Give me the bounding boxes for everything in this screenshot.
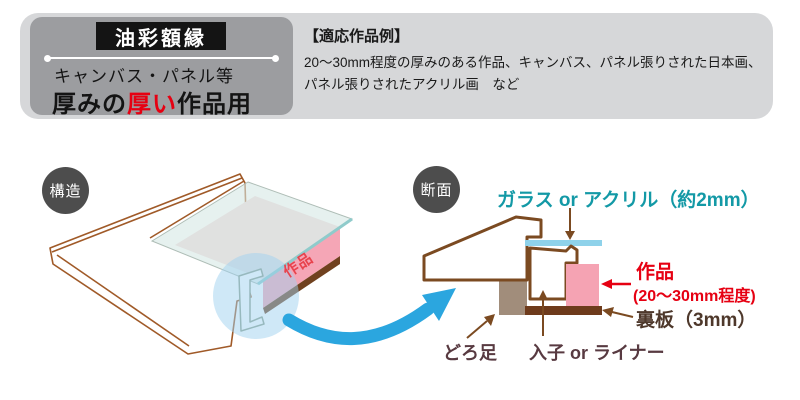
- doroashi-block: [499, 279, 527, 315]
- glass-label: ガラス or アクリル（約2mm）: [497, 190, 760, 211]
- usage-suffix: 作品用: [177, 91, 252, 118]
- examples-line1: 20～30mm程度の厚みのある作品、キャンバス、パネル張りされた日本画、: [304, 55, 762, 70]
- section-badge: 断面: [413, 166, 460, 213]
- frame-lip-line: [149, 180, 245, 239]
- doroashi-arrowhead: [484, 314, 495, 326]
- frame-usage-line: 厚みの厚い作品用: [52, 84, 252, 119]
- header-divider: [47, 57, 275, 59]
- section-badge-label: 断面: [420, 182, 453, 199]
- usage-highlight: 厚い: [127, 91, 177, 118]
- artwork-side-label: 作品: [280, 249, 317, 282]
- backboard-label: 裏板（3mm）: [636, 310, 757, 331]
- frame-profile-section: [422, 215, 543, 282]
- structure-to-section-arrow: [282, 288, 456, 346]
- doroashi-arrow: [466, 320, 488, 339]
- liner-label: 入子 or ライナー: [529, 343, 665, 363]
- backboard-arrow: [611, 311, 634, 318]
- backboard-section: [525, 306, 602, 315]
- divider-dot-left: [44, 55, 51, 62]
- structure-badge: 構造: [42, 167, 89, 214]
- structure-badge-label: 構造: [49, 183, 82, 200]
- frame-subtitle: キャンバス・パネル等: [54, 67, 234, 86]
- frame-type-title-box: 油彩額縁: [96, 22, 226, 50]
- examples-title: 【適応作品例】: [304, 28, 410, 45]
- glass-arrowhead: [565, 231, 575, 240]
- frame-type-title: 油彩額縁: [115, 27, 207, 50]
- examples-line2: パネル張りされたアクリル画 など: [304, 77, 520, 92]
- artwork-top-3d: [175, 196, 340, 279]
- artwork-label: 作品: [636, 262, 675, 283]
- liner-3d: [238, 268, 265, 332]
- liner-section: [528, 244, 579, 301]
- annotation-arrows: [466, 208, 634, 339]
- usage-prefix: 厚みの: [52, 91, 127, 118]
- glass-bar-section: [525, 240, 602, 246]
- artwork-arrow-group: [601, 279, 631, 289]
- artwork-arrowhead: [601, 279, 612, 289]
- glass-pane-3d: [150, 181, 354, 285]
- liner-arrowhead: [538, 290, 548, 300]
- doroashi-label: どろ足: [443, 343, 497, 363]
- artwork-thickness-label: (20～30mm程度): [633, 288, 756, 305]
- frame-inner-bottom-line: [56, 254, 190, 347]
- divider-dot-right: [272, 55, 279, 62]
- backboard-arrowhead: [602, 307, 614, 317]
- artwork-section: [566, 264, 599, 307]
